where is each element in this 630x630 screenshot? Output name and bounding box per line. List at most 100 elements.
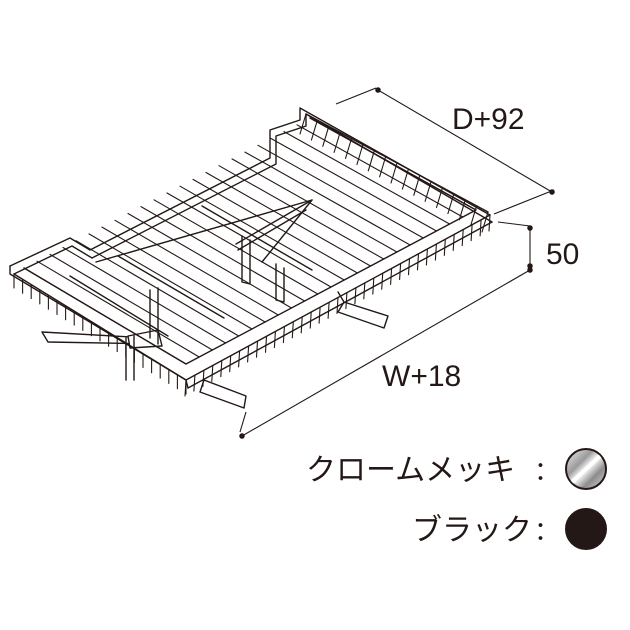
front-fence-picket — [407, 258, 411, 276]
front-fence-picket — [264, 335, 268, 353]
front-fence-picket — [255, 340, 259, 358]
rack-wire — [127, 212, 293, 309]
rack-wire — [179, 185, 345, 281]
right-fence-wire — [413, 174, 421, 196]
rack-wire — [101, 226, 266, 323]
width-extension-line — [239, 411, 247, 433]
rack-wire — [257, 144, 424, 239]
rack-wire — [114, 219, 279, 316]
depth-extension-line — [335, 87, 377, 105]
depth-dimension-line — [377, 89, 553, 193]
front-fence-picket — [309, 311, 312, 329]
finish-chrome: クロームメッキ ： — [306, 448, 607, 490]
rack-wire — [270, 137, 438, 232]
right-fence-wire — [344, 137, 353, 160]
front-fence-picket — [488, 214, 491, 232]
right-fence-wire — [379, 156, 387, 178]
front-fence-picket — [202, 369, 205, 387]
right-fence-wire — [435, 186, 444, 209]
finish-legend: クロームメッキ ： ブラック ： — [306, 448, 607, 550]
rack-wire — [36, 260, 200, 358]
right-fence-wire — [356, 144, 364, 166]
front-fence-picket — [452, 233, 455, 251]
rack-wire — [283, 131, 451, 225]
right-fence-wire — [401, 168, 409, 190]
chrome-swatch-highlight — [570, 454, 602, 484]
front-fence-picket — [461, 229, 464, 247]
depth-extension-line-front — [493, 189, 555, 215]
width-end-dot — [239, 433, 245, 439]
bracket-center — [235, 199, 313, 303]
front-fence-picket — [300, 316, 303, 334]
finish-black-label: ブラック — [412, 514, 532, 547]
height-label: 50 — [546, 238, 579, 271]
front-fence-picket — [229, 355, 232, 373]
right-fence-wire — [470, 205, 478, 227]
width-end-dot — [527, 267, 533, 273]
rack-wire — [205, 171, 372, 267]
right-fence-wire — [299, 113, 307, 135]
front-fence-picket — [327, 301, 330, 319]
right-fence-wire — [390, 162, 398, 184]
finish-chrome-separator: ： — [534, 456, 560, 486]
rack-wires — [23, 117, 477, 365]
rack-outline — [9, 107, 493, 389]
right-fence-wire — [310, 119, 318, 141]
depth-end-dot — [375, 87, 381, 93]
front-fence-picket — [381, 272, 384, 290]
finish-black: ブラック ： — [412, 508, 607, 550]
rack-wire — [62, 246, 227, 344]
rack-wire — [140, 206, 306, 302]
right-fence-wire — [322, 125, 330, 147]
right-fence-wire — [424, 180, 432, 202]
rack-wire — [88, 233, 253, 330]
rack-wire — [23, 267, 187, 365]
front-fence-picket — [238, 350, 241, 368]
height-extension-top — [497, 221, 531, 227]
depth-end-dot — [549, 189, 555, 195]
front-fence-picket — [211, 364, 214, 382]
right-fence-wire — [367, 150, 375, 172]
front-fence-picket — [336, 296, 339, 315]
black-swatch — [565, 508, 607, 550]
front-fence-picket — [220, 360, 223, 378]
front-fence-picket — [479, 219, 482, 237]
right-fence-wire — [481, 211, 489, 233]
front-fence-picket — [416, 253, 420, 271]
front-fence-picket — [399, 262, 402, 281]
wire-shelf — [9, 107, 493, 409]
front-fence-picket — [345, 292, 348, 310]
front-fence-picket — [434, 243, 437, 261]
front-fence-picket — [363, 282, 366, 300]
rack-wire — [153, 199, 319, 295]
front-fence-picket — [193, 374, 196, 392]
right-fence-wire — [447, 193, 455, 215]
front-fence-picket — [282, 326, 285, 344]
front-fence-picket — [425, 248, 428, 266]
finish-black-separator: ： — [534, 516, 560, 546]
front-fence-picket — [291, 321, 294, 339]
rack-wire — [192, 178, 358, 274]
rack-wire — [231, 158, 398, 253]
rack-wire — [166, 192, 332, 288]
front-fence-picket — [247, 345, 250, 363]
front-fence-picket — [318, 306, 321, 324]
rack-wire — [244, 151, 411, 246]
front-fence-picket — [390, 267, 393, 285]
rack-wire — [49, 253, 213, 351]
height-end-dot — [527, 225, 533, 231]
width-label: W+18 — [382, 360, 461, 393]
front-fence-picket — [470, 224, 473, 242]
width-dimension-line — [241, 269, 531, 437]
left-fence — [13, 273, 187, 395]
bracket-right-front — [337, 291, 389, 329]
front-fence-picket — [354, 287, 357, 305]
front-fence — [184, 214, 491, 397]
front-fence-picket — [443, 238, 446, 256]
right-fence — [299, 113, 489, 233]
depth-label: D+92 — [452, 103, 525, 136]
rack-wire — [309, 117, 477, 211]
right-fence-wire — [333, 131, 341, 153]
